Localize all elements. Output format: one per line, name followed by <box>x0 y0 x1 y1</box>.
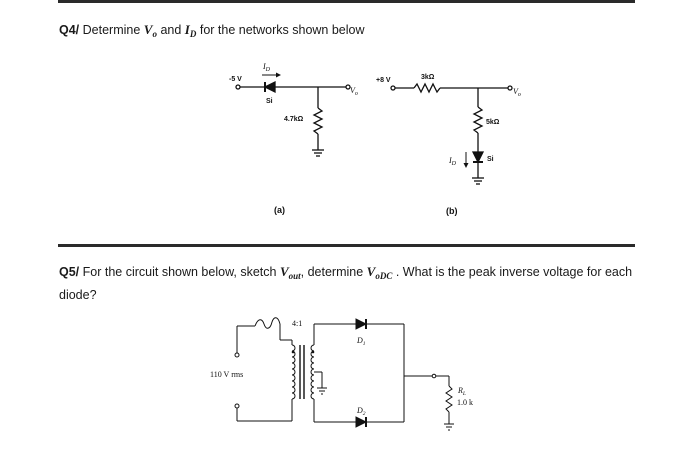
q5-load-ground <box>444 423 454 431</box>
circuit-b-supply: +8 V <box>376 77 391 84</box>
circuit-b-terminal <box>390 85 396 91</box>
top-rule <box>58 0 635 3</box>
circuit-a-ground-icon <box>312 149 324 157</box>
vo-symbol: V <box>143 22 153 37</box>
q5-d2-label: D2 <box>356 406 366 417</box>
section-divider <box>58 244 635 247</box>
circuit-b-material: Si <box>487 156 494 163</box>
vout-sub: out <box>288 271 301 281</box>
q4-label: Q4/ <box>59 23 80 37</box>
circuit-a-output-terminal <box>345 84 351 90</box>
circuit-b-resistor-top-value: 3kΩ <box>421 74 435 81</box>
q5-secondary-coil <box>310 344 315 400</box>
circuit-q5: 110 V rms 4:1 D1 <box>210 317 473 431</box>
q5-text2: , determine <box>300 265 364 279</box>
q5-diode-d2 <box>355 416 368 428</box>
q5-primary-coil <box>291 344 296 400</box>
q5-rl-value: 1.0 k <box>457 398 473 407</box>
circuit-b-caption: (b) <box>446 206 458 216</box>
id-sub: D <box>189 29 197 39</box>
circuit-a-caption: (a) <box>274 205 285 215</box>
circuit-a-id-label: ID <box>262 62 271 73</box>
q4-question: Q4/ Determine Vo and ID for the networks… <box>59 20 365 44</box>
vout-symbol: V <box>279 264 289 279</box>
q4-text-after: for the networks shown below <box>199 23 365 37</box>
circuit-b-resistor-side <box>472 106 484 134</box>
circuit-a-resistor <box>312 107 324 135</box>
vo-sub: o <box>152 29 157 39</box>
circuit-a-resistor-value: 4.7kΩ <box>284 116 304 123</box>
vodc-sub: oDC <box>375 271 393 281</box>
q5-source-wave <box>254 317 281 329</box>
circuit-a-terminal <box>235 84 241 90</box>
q5-source-label: 110 V rms <box>210 370 243 379</box>
q4-and: and <box>160 23 182 37</box>
circuit-a-diode <box>263 80 276 94</box>
q5-ratio: 4:1 <box>292 319 302 328</box>
circuit-b-ground-icon <box>472 177 484 185</box>
circuit-b-output-terminal <box>507 85 513 91</box>
circuit-a-supply: -5 V <box>229 76 242 83</box>
q5-text1: For the circuit shown below, sketch <box>82 265 277 279</box>
circuit-b: +8 V 3kΩ Vo 5kΩ Si ID (b) <box>376 74 521 216</box>
q5-question: Q5/ For the circuit shown below, sketch … <box>59 262 639 305</box>
q5-output-terminal <box>431 373 437 379</box>
circuit-b-id-label: ID <box>448 156 457 167</box>
q5-label: Q5/ <box>59 265 80 279</box>
q4-text-before: Determine <box>82 23 141 37</box>
q5-d1-label: D1 <box>356 336 366 347</box>
q5-input-terminal-bottom <box>234 403 240 409</box>
circuit-b-diode <box>471 151 485 164</box>
q5-diode-d1 <box>355 318 368 330</box>
q5-input-terminal-top <box>234 352 240 358</box>
vodc-symbol: V <box>366 264 376 279</box>
circuit-b-output: Vo <box>513 87 521 98</box>
q5-rl-label: RL <box>457 386 466 397</box>
circuit-b-resistor-top <box>413 82 441 94</box>
circuit-a: -5 V ID Si Vo 4.7kΩ (a) <box>229 62 358 215</box>
q5-text3: . What is the peak inverse voltage for e… <box>59 265 633 302</box>
q5-load-resistor <box>445 385 453 413</box>
circuit-a-output: Vo <box>350 86 358 97</box>
q5-center-tap-ground <box>317 387 327 395</box>
id-symbol: I <box>184 22 190 37</box>
circuit-a-material: Si <box>266 98 273 105</box>
circuit-b-resistor-side-value: 5kΩ <box>486 119 500 126</box>
